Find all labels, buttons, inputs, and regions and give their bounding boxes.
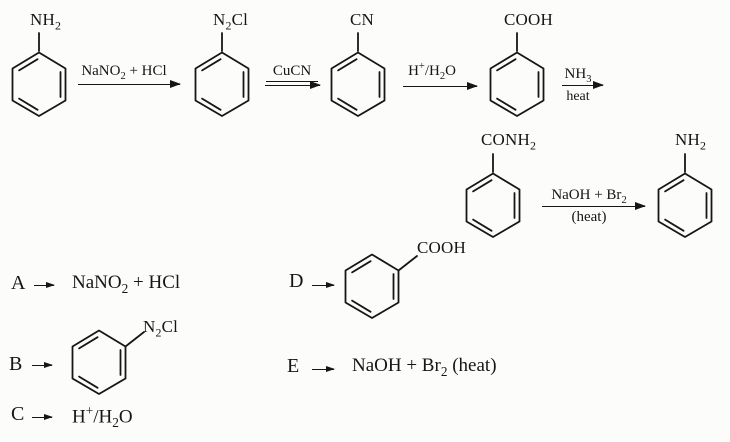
substituent-label-benzamide: CONH2	[481, 130, 537, 153]
substituent-label-aniline-product: NH2	[675, 130, 707, 153]
substituent-label-diazonium: N2Cl	[213, 10, 249, 33]
benzene-ring-benzoic-acid	[489, 31, 545, 117]
reagent-label-step1: NaNO2 + HCl	[81, 63, 167, 82]
benzene-ring-option-d	[344, 252, 420, 320]
reagent-label-step5-below: (heat)	[571, 209, 607, 225]
substituent-label-aniline-start: NH2	[30, 10, 62, 33]
option-letter-d: D	[289, 270, 304, 292]
reaction-arrow-step5	[542, 201, 646, 210]
substituent-label-benzonitrile: CN	[350, 10, 375, 29]
option-letter-c: C	[11, 403, 25, 425]
option-arrow-d	[312, 281, 335, 288]
substituent-label-option-b: N2Cl	[143, 317, 179, 340]
option-text-e: NaOH + Br2 (heat)	[352, 355, 497, 379]
benzene-ring-aniline-start	[11, 31, 67, 117]
benzene-ring-option-b	[71, 328, 147, 396]
option-arrow-b	[32, 361, 53, 368]
reagent-label-step3: H+/H2O	[408, 61, 456, 82]
benzene-ring-benzamide	[465, 152, 521, 238]
reaction-arrow-step4	[562, 80, 604, 89]
substituent-label-benzoic-acid: COOH	[504, 10, 553, 29]
option-arrow-c	[32, 413, 53, 420]
benzene-ring-benzonitrile	[330, 31, 386, 117]
reaction-arrow-step2	[265, 80, 321, 89]
reaction-arrow-step3	[403, 81, 478, 90]
option-arrow-a	[34, 281, 55, 288]
benzene-ring-diazonium	[194, 31, 250, 117]
benzene-ring-aniline-product	[657, 152, 713, 238]
substituent-label-option-d: COOH	[417, 238, 466, 257]
reaction-arrow-step1	[78, 79, 181, 88]
reagent-label-step2: CuCN	[266, 63, 318, 82]
option-text-a: NaNO2 + HCl	[72, 272, 181, 296]
reagent-label-step4-above: NH3	[564, 66, 592, 85]
option-letter-e: E	[287, 355, 300, 377]
reagent-label-step5-above: NaOH + Br2	[551, 187, 627, 206]
option-letter-b: B	[9, 353, 23, 375]
reagent-label-step4-below: heat	[566, 89, 590, 104]
option-letter-a: A	[11, 272, 26, 294]
option-arrow-e	[312, 365, 335, 372]
option-text-c: H+/H2O	[72, 403, 133, 431]
